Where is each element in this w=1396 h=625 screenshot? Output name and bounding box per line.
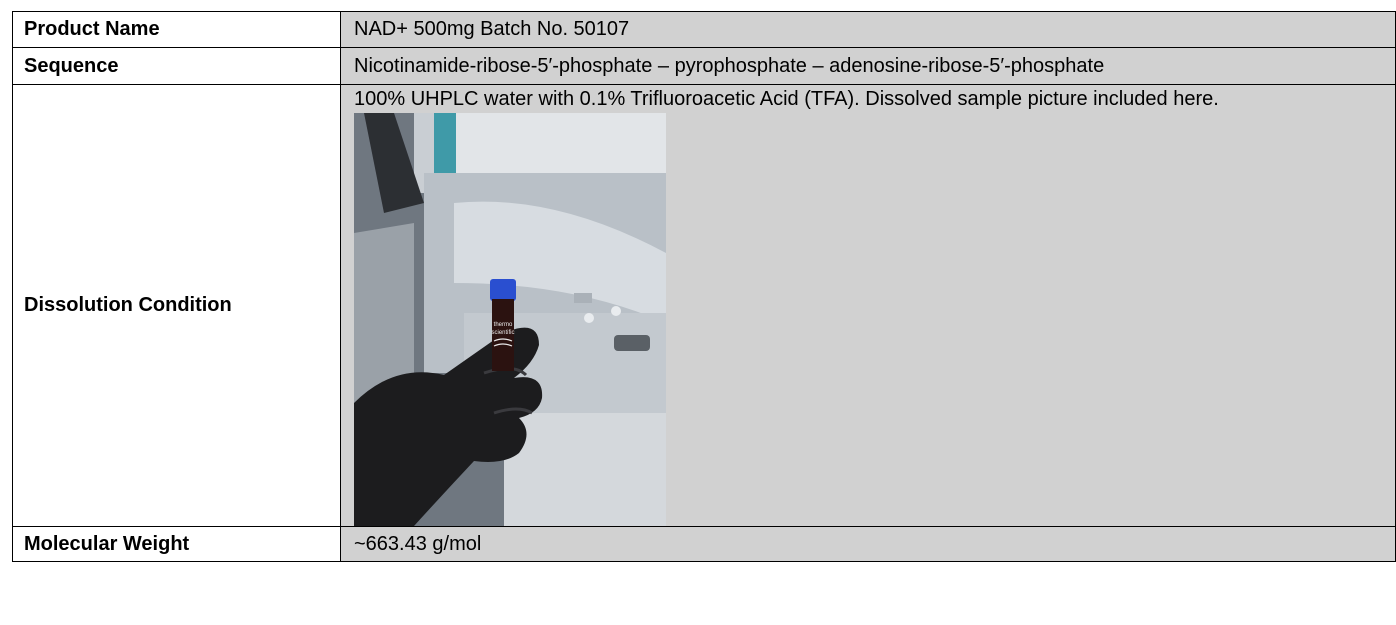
vial-label-line-1: thermo bbox=[494, 322, 513, 328]
sample-photo: thermo scientific bbox=[354, 113, 666, 526]
value-dissolution-condition: 100% UHPLC water with 0.1% Trifluoroacet… bbox=[354, 88, 1219, 110]
value-sequence: Nicotinamide-ribose-5′-phosphate – pyrop… bbox=[340, 47, 1396, 85]
row-product-name: Product Name NAD+ 500mg Batch No. 50107 bbox=[12, 11, 1396, 48]
sample-photo-illustration: thermo scientific bbox=[354, 113, 666, 526]
value-product-name: NAD+ 500mg Batch No. 50107 bbox=[340, 11, 1396, 48]
row-molecular-weight: Molecular Weight ~663.43 g/mol bbox=[12, 526, 1396, 562]
cell-dissolution-condition: 100% UHPLC water with 0.1% Trifluoroacet… bbox=[340, 84, 1396, 527]
row-sequence: Sequence Nicotinamide-ribose-5′-phosphat… bbox=[12, 47, 1396, 85]
vial-label-line-2: scientific bbox=[491, 330, 514, 336]
label-dissolution-condition: Dissolution Condition bbox=[12, 84, 341, 527]
label-molecular-weight: Molecular Weight bbox=[12, 526, 341, 562]
value-molecular-weight: ~663.43 g/mol bbox=[340, 526, 1396, 562]
label-sequence: Sequence bbox=[12, 47, 341, 85]
row-dissolution-condition: Dissolution Condition 100% UHPLC water w… bbox=[12, 84, 1396, 527]
product-spec-table: Product Name NAD+ 500mg Batch No. 50107 … bbox=[12, 11, 1396, 562]
label-product-name: Product Name bbox=[12, 11, 341, 48]
